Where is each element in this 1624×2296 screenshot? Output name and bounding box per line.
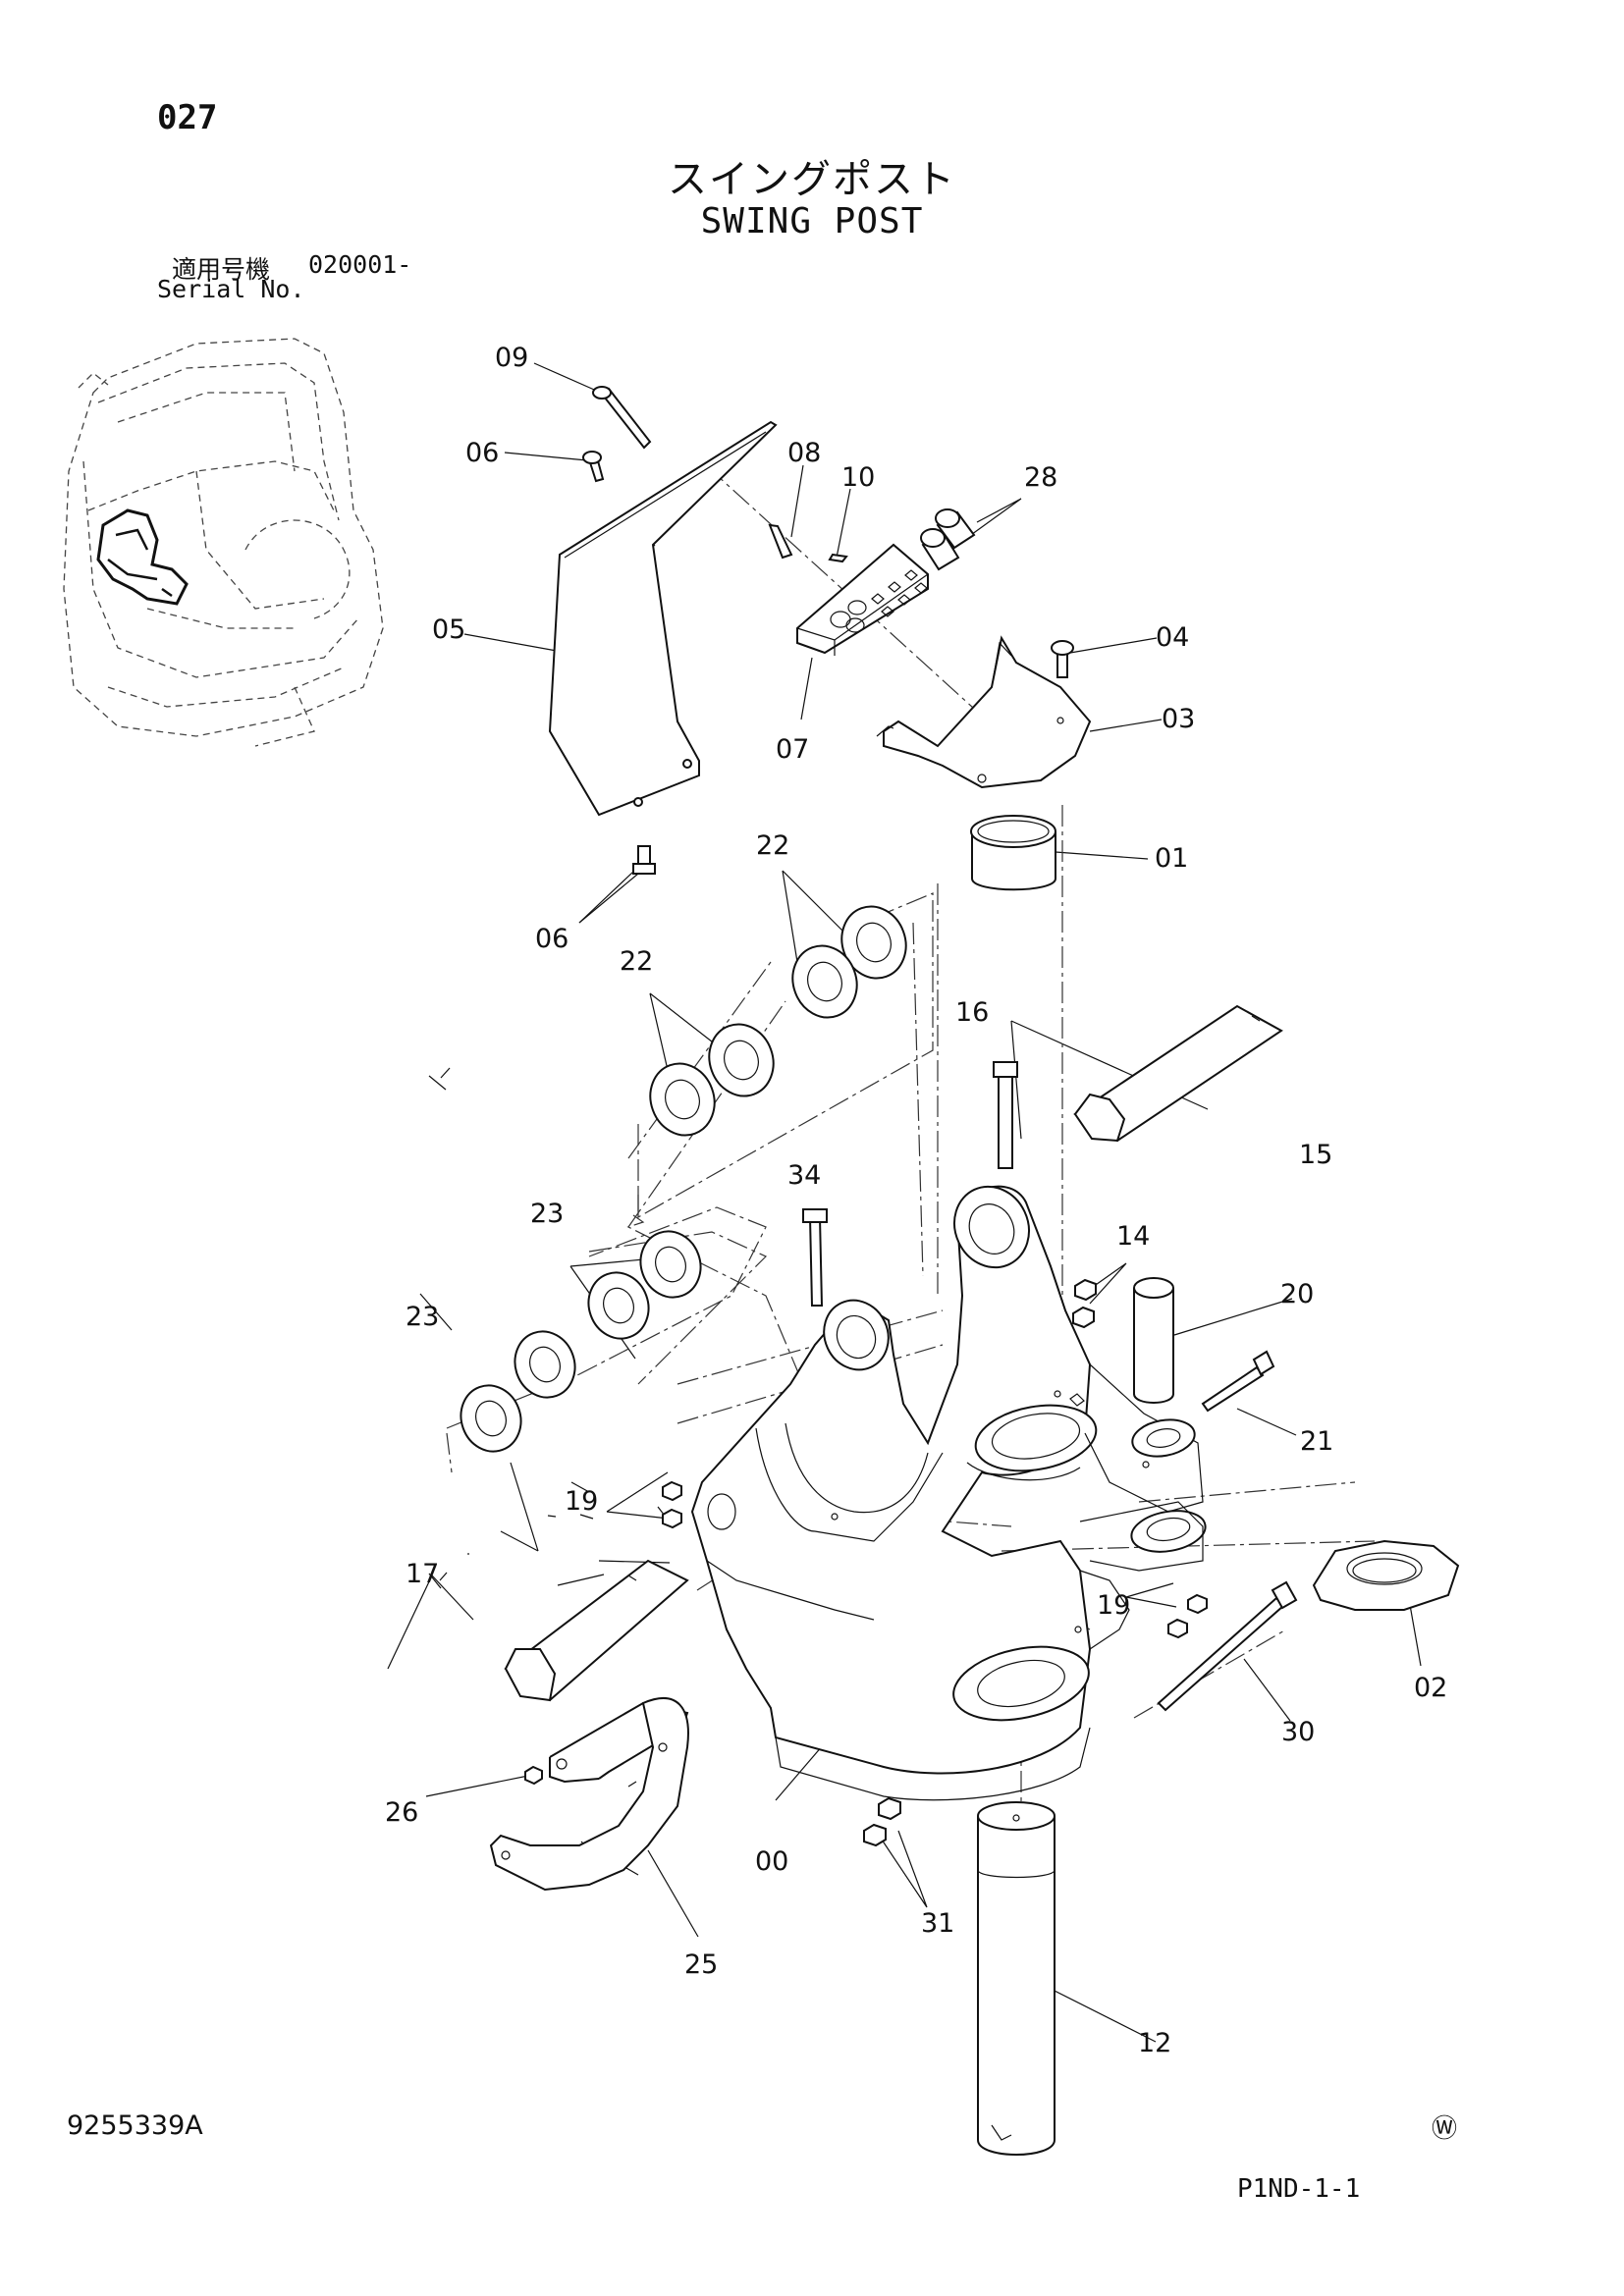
part-01-bushing bbox=[970, 815, 1056, 891]
part-19-nuts-right bbox=[1167, 1593, 1208, 1639]
callout-19-left: 19 bbox=[565, 1486, 598, 1517]
callout-14: 14 bbox=[1116, 1221, 1150, 1252]
callout-08: 08 bbox=[787, 438, 821, 468]
callout-22-bottom: 22 bbox=[620, 946, 653, 977]
callout-00: 00 bbox=[755, 1846, 788, 1877]
part-28-caps bbox=[920, 508, 976, 571]
callout-01: 01 bbox=[1155, 843, 1188, 874]
serial-range: 020001- bbox=[308, 250, 412, 279]
part-22-shims-upper bbox=[637, 892, 934, 1219]
serial-label-japanese: 適用号機 bbox=[172, 255, 271, 284]
callout-22-top: 22 bbox=[756, 830, 789, 861]
serial-label-english: Serial No. bbox=[157, 275, 305, 303]
part-12-pin bbox=[977, 1801, 1056, 2156]
callout-06-bottom: 06 bbox=[535, 924, 568, 954]
part-23-shims-upper bbox=[587, 1230, 768, 1385]
part-26-bolt bbox=[524, 1765, 543, 1786]
callout-34: 34 bbox=[787, 1160, 821, 1191]
part-16-bolt bbox=[993, 1061, 1018, 1169]
callout-03: 03 bbox=[1162, 704, 1195, 734]
callout-20: 20 bbox=[1280, 1279, 1314, 1309]
part-31-nuts bbox=[863, 1796, 901, 1847]
callout-09: 09 bbox=[495, 343, 528, 373]
callout-10: 10 bbox=[841, 462, 875, 493]
part-30-long-bolt bbox=[1157, 1580, 1298, 1712]
machine-locator-sketch bbox=[63, 338, 384, 747]
part-05-cover-plate bbox=[548, 420, 778, 817]
part-22-shims-lower bbox=[637, 1023, 775, 1217]
part-20-pin bbox=[1133, 1277, 1174, 1404]
callout-25: 25 bbox=[684, 1949, 718, 1980]
part-17-hex-shaft bbox=[504, 1559, 689, 1702]
title-japanese: スイングポスト bbox=[668, 157, 956, 202]
part-06-small-bolt bbox=[582, 451, 605, 483]
callout-21: 21 bbox=[1300, 1426, 1333, 1457]
part-03-bracket bbox=[876, 635, 1092, 789]
part-25-bracket bbox=[489, 1697, 689, 1892]
callout-05: 05 bbox=[432, 614, 465, 645]
callout-04: 04 bbox=[1156, 622, 1189, 653]
part-21-bolt bbox=[1201, 1350, 1275, 1413]
title-english: SWING POST bbox=[700, 201, 924, 241]
part-34-bolt bbox=[802, 1208, 828, 1307]
part-19-nuts-left bbox=[662, 1480, 682, 1529]
callout-26: 26 bbox=[385, 1797, 418, 1828]
part-00-swing-post bbox=[690, 1185, 1207, 1801]
callout-12: 12 bbox=[1138, 2028, 1171, 2058]
watermark-mark: Ⓦ bbox=[1432, 2114, 1458, 2144]
part-09-long-bolt bbox=[592, 386, 652, 450]
callout-23-bottom: 23 bbox=[406, 1302, 439, 1332]
callout-06-top: 06 bbox=[465, 438, 499, 468]
callout-07: 07 bbox=[776, 734, 809, 765]
callout-02: 02 bbox=[1414, 1673, 1447, 1703]
callout-30: 30 bbox=[1281, 1717, 1315, 1747]
part-07-switch-block bbox=[796, 543, 929, 656]
callout-16: 16 bbox=[955, 997, 989, 1028]
part-06-lower-bolt bbox=[632, 845, 656, 875]
part-14-nuts bbox=[1072, 1278, 1097, 1329]
part-10-pin bbox=[828, 553, 848, 563]
callout-19-right: 19 bbox=[1097, 1590, 1130, 1621]
part-04-bolt bbox=[1051, 640, 1074, 678]
part-15-hex-shaft bbox=[1073, 1004, 1283, 1143]
page-number: 027 bbox=[157, 98, 218, 137]
callout-17: 17 bbox=[406, 1559, 439, 1589]
callout-23-top: 23 bbox=[530, 1199, 564, 1229]
part-23-shims-lower bbox=[446, 1330, 576, 1473]
callout-15: 15 bbox=[1299, 1140, 1332, 1170]
part-08-pin bbox=[768, 523, 793, 560]
callout-28: 28 bbox=[1024, 462, 1057, 493]
page-reference: P1ND-1-1 bbox=[1237, 2174, 1361, 2204]
callout-31: 31 bbox=[921, 1908, 954, 1939]
part-02-thrust-plate bbox=[1312, 1539, 1460, 1611]
drawing-number: 9255339A bbox=[67, 2110, 203, 2141]
leader-lines bbox=[387, 362, 1422, 2043]
callout-labels: 09 06 08 10 28 05 04 03 07 01 22 06 22 1… bbox=[385, 343, 1447, 2058]
